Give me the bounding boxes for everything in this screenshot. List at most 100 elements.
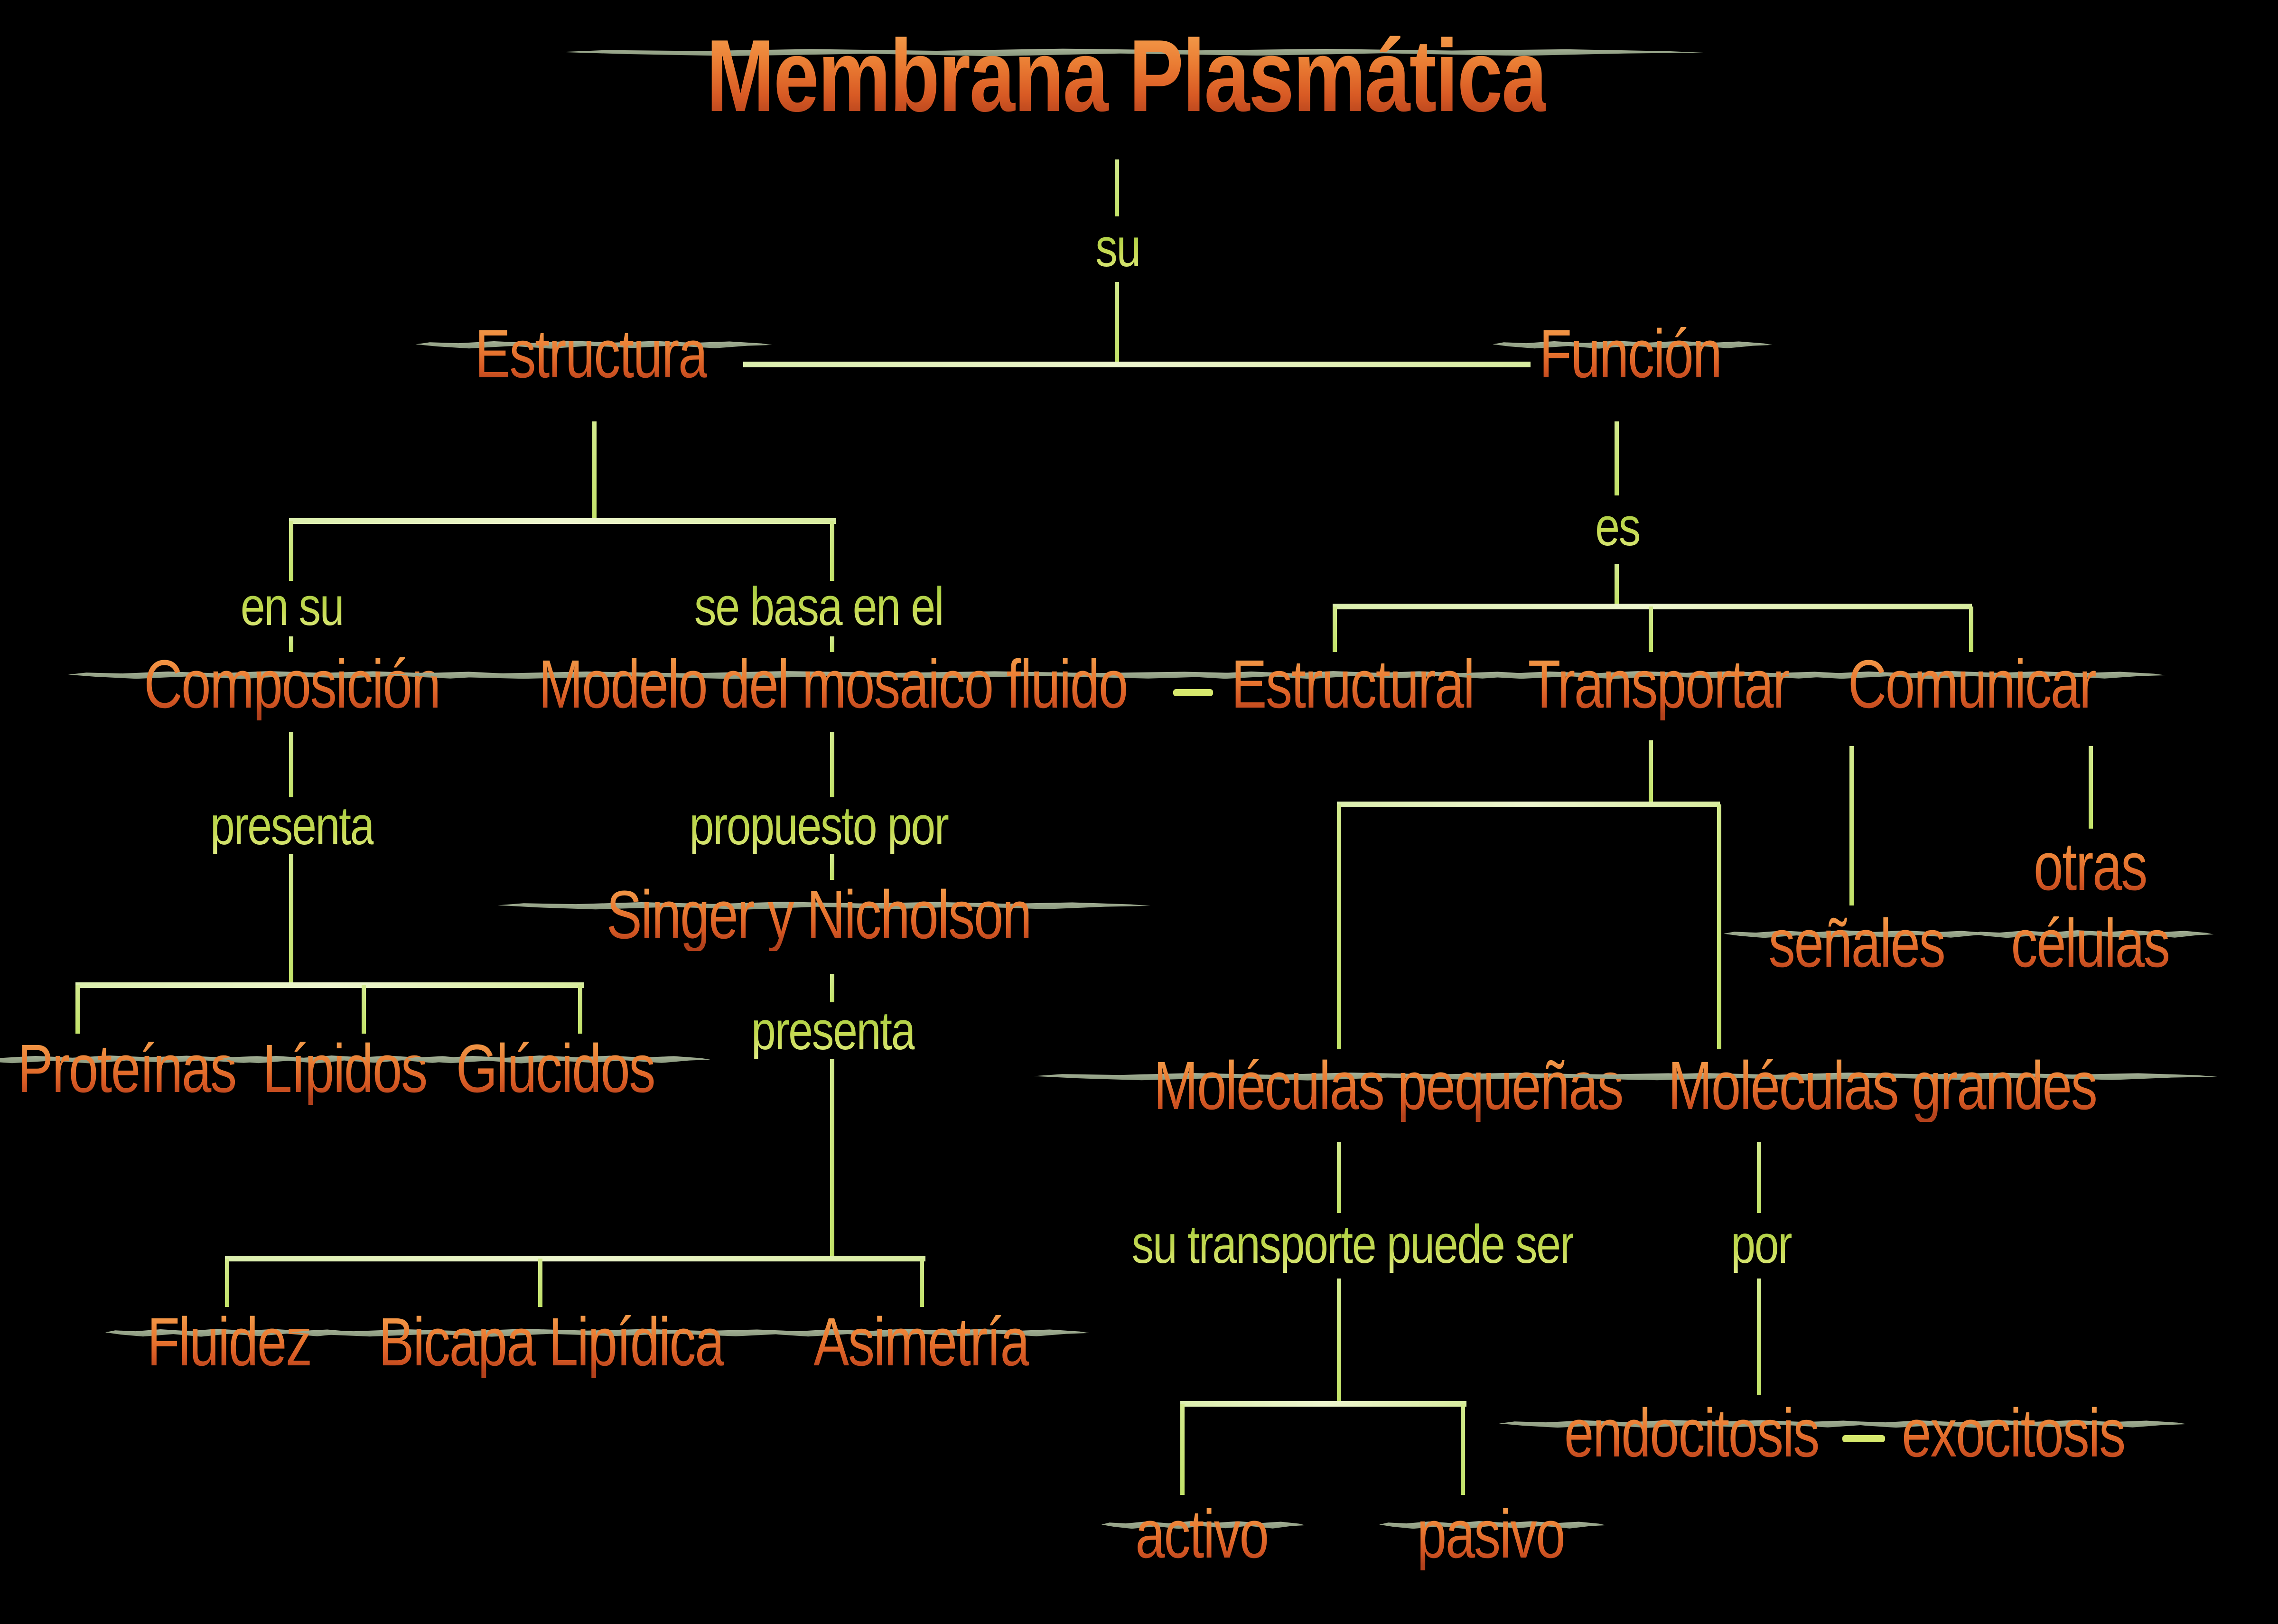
connector-line <box>289 732 293 797</box>
node-label: Estructural <box>1231 648 1475 723</box>
connector-line <box>1115 159 1119 216</box>
connector-line <box>830 636 834 652</box>
link-label-presenta-2: presenta <box>751 1002 916 1062</box>
connector-line <box>225 1256 925 1261</box>
node-title: Membrana Plasmática <box>559 20 1704 134</box>
connector-line <box>1337 1279 1341 1404</box>
node-label: Membrana Plasmática <box>706 20 1547 134</box>
link-label-por: por <box>1731 1216 1793 1276</box>
connector-line <box>743 362 1531 367</box>
node-label: Modelo del mosaico fluido <box>538 648 1129 723</box>
node-comunicar: Comunicar <box>1784 648 2166 723</box>
connector-line <box>1849 746 1854 905</box>
connector-line <box>225 1259 229 1307</box>
node-label: Proteínas <box>18 1032 237 1108</box>
connector-line <box>75 985 80 1034</box>
node-label: Fluidez <box>147 1306 312 1381</box>
node-glucidos: Glúcidos <box>405 1032 711 1108</box>
connector-dash <box>1842 1435 1885 1442</box>
node-senales: señales <box>1723 907 1994 982</box>
connector-line <box>830 854 834 880</box>
connector-line <box>578 985 582 1034</box>
connector-line <box>1615 564 1619 607</box>
node-label: Comunicar <box>1848 648 2097 723</box>
node-exocitosis: exocitosis <box>1844 1397 2188 1472</box>
connector-line <box>1337 804 1341 1049</box>
connector-line <box>1115 282 1119 362</box>
connector-line <box>592 421 597 521</box>
connector-line <box>1615 421 1619 495</box>
connector-line <box>2089 746 2093 829</box>
connector-line <box>1461 1404 1465 1495</box>
link-label-presenta: presenta <box>210 797 375 857</box>
node-proteinas: Proteínas <box>0 1032 298 1108</box>
node-composicion: Composición <box>68 648 523 723</box>
connector-line <box>830 521 834 581</box>
node-label: Función <box>1539 317 1722 393</box>
connector-line <box>920 1259 924 1307</box>
connector-line <box>830 1059 834 1259</box>
connector-line <box>1337 802 1720 807</box>
connector-dash <box>1173 689 1213 696</box>
connector-line <box>289 854 293 985</box>
node-lipidos: Lípidos <box>220 1032 473 1108</box>
link-label-su: su <box>1095 219 1141 279</box>
node-label: Bicapa Lipídica <box>378 1306 725 1381</box>
connector-line <box>1717 804 1721 1049</box>
node-label: Asimetría <box>813 1306 1030 1381</box>
link-label-propuesto-por: propuesto por <box>689 797 949 857</box>
node-label: Glúcidos <box>456 1032 656 1108</box>
node-label: otras <box>2033 830 2147 905</box>
node-label: Transportar <box>1528 648 1791 723</box>
node-modelo-mosaico-fluido: Modelo del mosaico fluido <box>387 648 1293 723</box>
node-label: Lípidos <box>262 1032 428 1108</box>
connector-line <box>289 518 836 524</box>
node-label: pasivo <box>1417 1498 1566 1573</box>
node-label: endocitosis <box>1564 1397 1820 1472</box>
connector-line <box>362 985 366 1034</box>
link-label-es: es <box>1595 498 1641 558</box>
connector-line <box>1337 1142 1341 1213</box>
node-singer-nicholson: Singer y Nicholson <box>497 878 1151 954</box>
connector-line <box>1969 607 1973 652</box>
node-label: exocitosis <box>1902 1397 2126 1472</box>
connector-line <box>1757 1142 1761 1213</box>
node-label: señales <box>1768 907 1946 982</box>
node-label: activo <box>1135 1498 1269 1573</box>
connector-line <box>75 982 584 988</box>
node-label: Singer y Nicholson <box>606 878 1032 954</box>
node-moleculas-grandes: Moléculas grandes <box>1558 1049 2218 1125</box>
node-asimetria: Asimetría <box>758 1306 1090 1381</box>
connector-line <box>289 521 293 581</box>
node-endocitosis: endocitosis <box>1499 1397 1891 1472</box>
node-pasivo: pasivo <box>1379 1498 1606 1573</box>
node-fluidez: Fluidez <box>105 1306 358 1381</box>
node-estructura: Estructura <box>415 317 772 393</box>
connector-line <box>1649 607 1653 652</box>
node-label: Estructura <box>475 317 708 393</box>
node-moleculas-pequenas: Moléculas pequeñas <box>1033 1049 1755 1125</box>
connector-line <box>1333 607 1337 652</box>
node-estructural: Estructural <box>1169 648 1542 723</box>
node-label: Composición <box>144 648 441 723</box>
connector-line <box>830 732 834 797</box>
node-bicapa-lipidica: Bicapa Lipídica <box>290 1306 821 1381</box>
connector-line <box>1757 1279 1761 1395</box>
link-label-se-basa: se basa en el <box>694 578 944 638</box>
connector-line <box>1180 1401 1466 1407</box>
connector-line <box>1180 1404 1185 1495</box>
node-label: Moléculas pequeñas <box>1153 1049 1624 1125</box>
connector-line <box>830 974 834 1002</box>
connector-line <box>289 636 293 652</box>
node-label: Moléculas grandes <box>1668 1049 2098 1125</box>
link-label-en-su: en su <box>240 578 345 638</box>
node-activo: activo <box>1101 1498 1306 1573</box>
connector-line <box>538 1259 542 1307</box>
node-otras: otras <box>2017 834 2162 903</box>
link-label-su-transporte: su transporte puede ser <box>1131 1216 1575 1276</box>
node-funcion: Función <box>1493 317 1773 393</box>
connector-line <box>1649 740 1653 804</box>
node-transportar: Transportar <box>1461 648 1863 723</box>
node-label: células <box>2011 907 2170 982</box>
